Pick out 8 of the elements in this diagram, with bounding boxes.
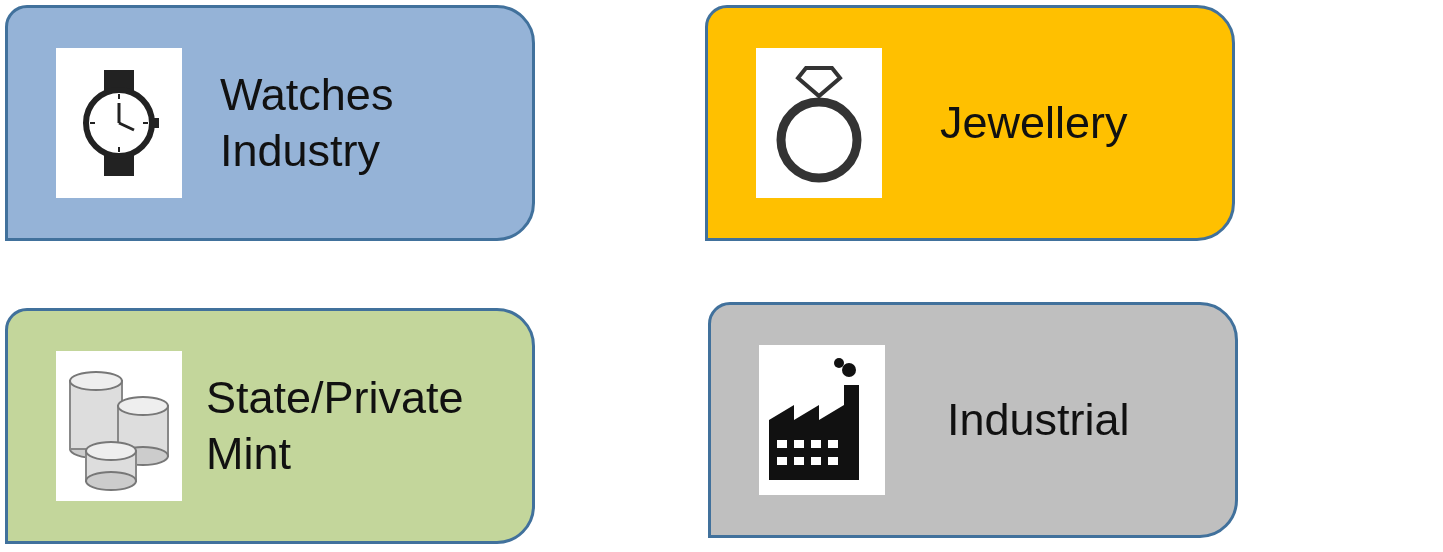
card-label: Jewellery <box>940 95 1128 150</box>
category-card <box>708 302 1238 538</box>
category-card <box>705 5 1235 241</box>
category-card <box>5 308 535 544</box>
card-label: Industrial <box>947 392 1130 447</box>
category-card <box>5 5 535 241</box>
card-label: Watches Industry <box>220 67 395 178</box>
card-label: State/Private Mint <box>206 370 465 481</box>
